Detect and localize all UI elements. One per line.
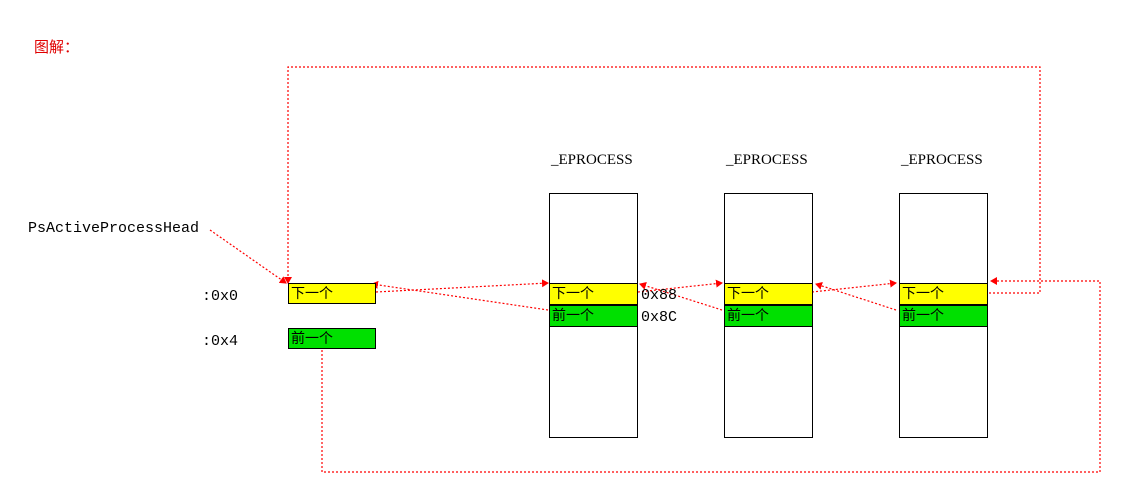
diagram-title: 图解： xyxy=(34,38,80,56)
link-p3-to-p2 xyxy=(815,282,897,311)
link-p2-to-p3 xyxy=(811,279,897,293)
process-1-next-cell: 下一个 xyxy=(549,283,638,305)
head-label: PsActiveProcessHead xyxy=(28,220,200,237)
process-3-prev-cell: 前一个 xyxy=(899,305,988,327)
offset-0x8c: 0x8C xyxy=(641,309,678,326)
head-prev-cell: 前一个 xyxy=(288,328,376,349)
process-3-next-cell: 下一个 xyxy=(899,283,988,305)
link-head-pointer xyxy=(209,229,287,284)
link-bottom-loop xyxy=(321,277,1101,473)
process-3-title: _EPROCESS xyxy=(901,152,983,168)
link-head-to-p1 xyxy=(375,279,549,293)
process-2-next-cell: 下一个 xyxy=(724,283,813,305)
process-1-title: _EPROCESS xyxy=(551,152,633,168)
process-2-title: _EPROCESS xyxy=(726,152,808,168)
head-next-cell: 下一个 xyxy=(288,283,376,304)
process-2-prev-cell: 前一个 xyxy=(724,305,813,327)
offset-0x88: 0x88 xyxy=(641,287,678,304)
offset-0x4: :0x4 xyxy=(202,333,239,350)
offset-0x0: :0x0 xyxy=(202,288,239,305)
process-1-prev-cell: 前一个 xyxy=(549,305,638,327)
link-top-loop xyxy=(284,66,1041,294)
link-p1-to-head xyxy=(371,280,549,311)
